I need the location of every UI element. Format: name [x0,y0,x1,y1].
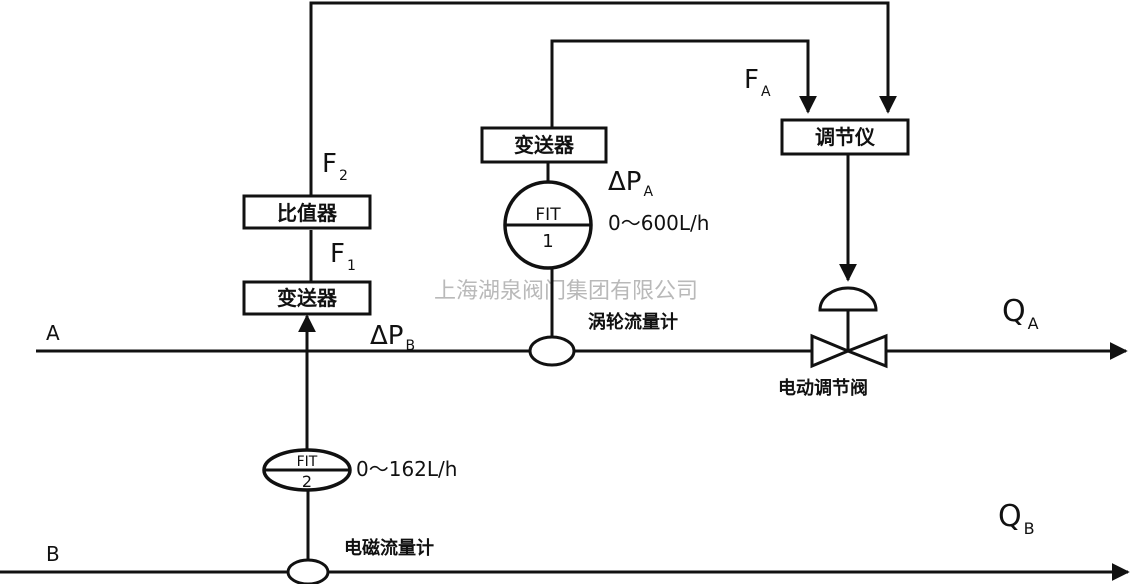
valve-body-left [810,333,852,369]
line-b-label: B [46,542,60,566]
fit1-range: 0～600L/h [608,211,709,235]
turbine-flowmeter-element [528,335,576,367]
em-flowmeter-label: 电磁流量计 [344,537,434,559]
controller-box [780,118,910,156]
valve-actuator [818,286,878,312]
fit2-number: 2 [302,472,312,491]
fit2-tag: FIT [297,454,318,470]
turbine-flowmeter-label: 涡轮流量计 [588,311,678,333]
valve-label: 电动调节阀 [778,377,868,399]
controller-label: 调节仪 [815,125,876,149]
signal-fa-line [550,39,817,128]
transmitter-a-box [480,126,608,164]
valve-body-right [843,333,888,369]
em-flowmeter-element [286,558,330,584]
signal-f2-line [309,1,897,196]
fit2-range: 0～162L/h [356,457,457,481]
transmitter-b-label: 变送器 [277,286,338,310]
watermark-text: 上海湖泉阀门集团有限公司 [434,279,698,304]
fit1-number: 1 [542,231,553,252]
ratio-label: 比值器 [277,201,338,225]
ratio-box [242,194,372,230]
fit1-tag: FIT [535,205,561,225]
transmitter-a-label: 变送器 [514,133,575,157]
line-a-label: A [46,321,60,345]
transmitter-b-box [242,280,372,316]
